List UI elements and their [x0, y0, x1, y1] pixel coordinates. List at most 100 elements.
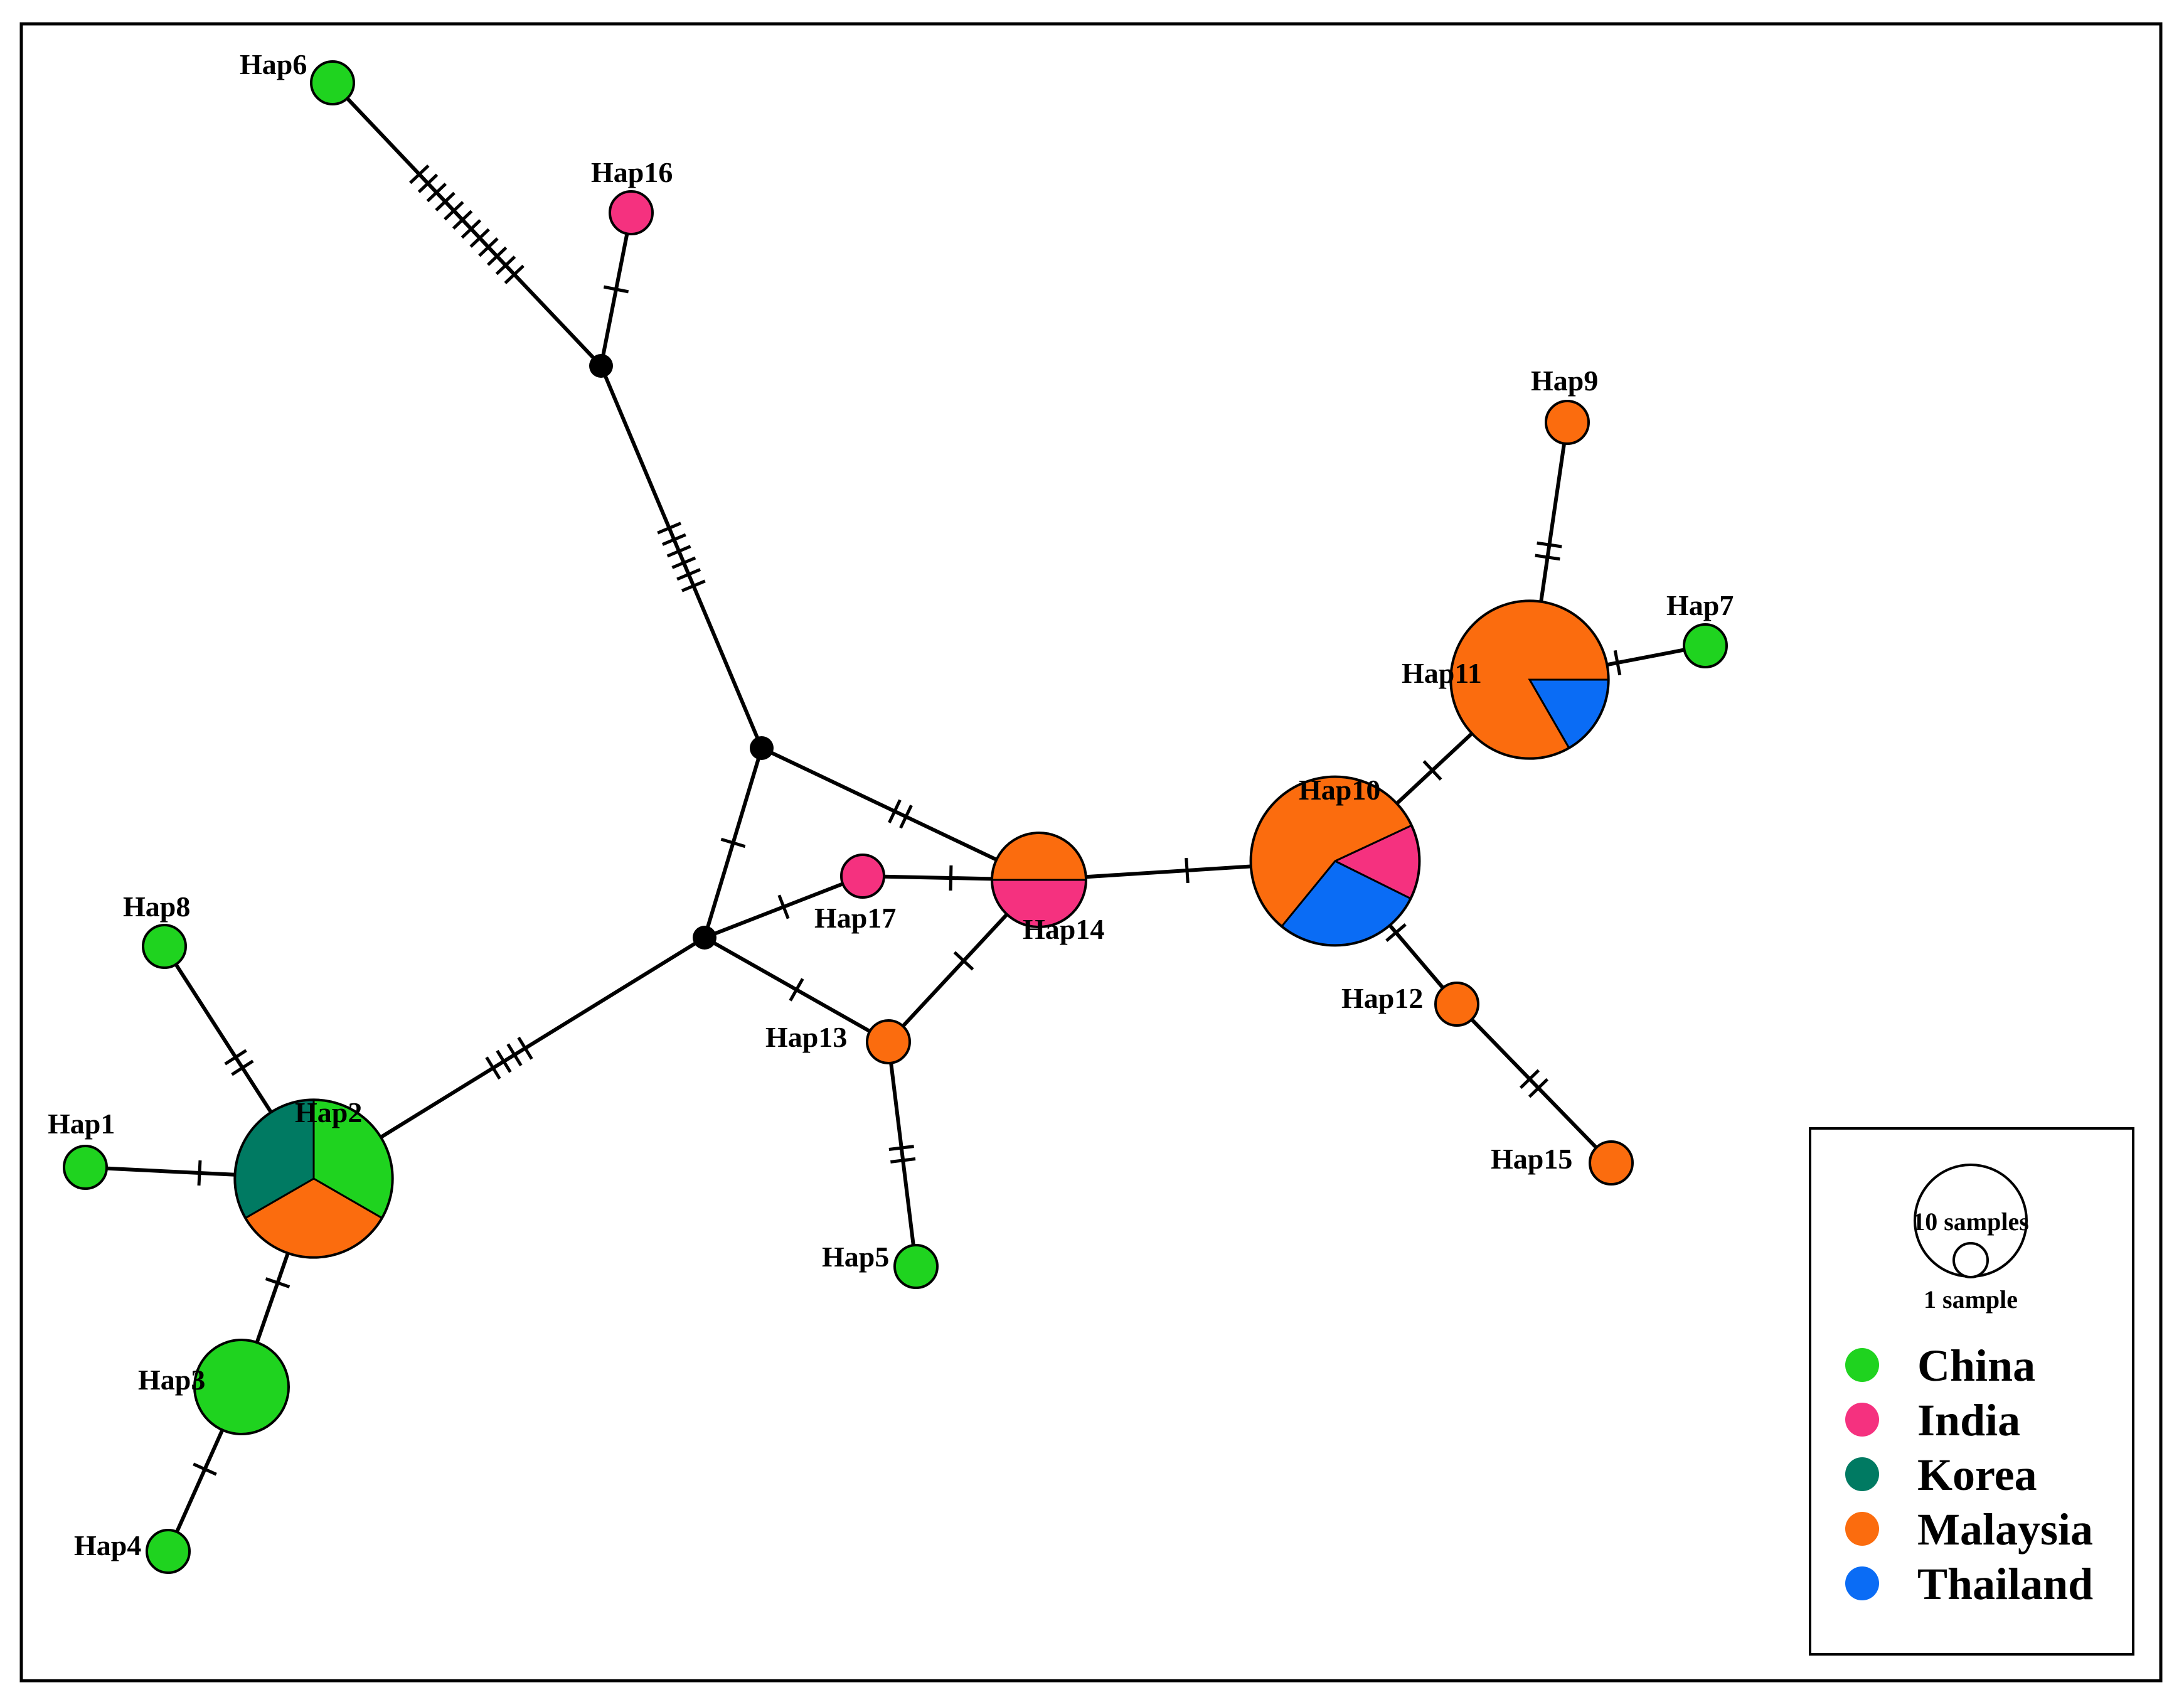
- mutation-tick: [1385, 923, 1407, 942]
- haplotype-slice: [866, 1019, 911, 1064]
- haplotype-slice: [142, 924, 187, 969]
- haplotype-hap15: [1589, 1140, 1634, 1186]
- legend-size-large-label: 10 samples: [1912, 1207, 2029, 1236]
- haplotype-slice: [1434, 982, 1479, 1027]
- mutation-tick: [496, 1049, 512, 1073]
- mutation-tick: [1519, 1069, 1540, 1089]
- mutation-tick: [1535, 554, 1560, 561]
- haplotype-hap3: [193, 1339, 290, 1435]
- haplotype-outline: [991, 832, 1087, 928]
- haplotype-slice: [1683, 623, 1728, 668]
- mutation-tick: [777, 894, 790, 919]
- legend-swatch-china: [1845, 1348, 1879, 1382]
- haplotype-hap9: [1545, 400, 1590, 445]
- mutation-tick: [899, 805, 913, 829]
- haplotype-hap5: [893, 1244, 939, 1289]
- mutation-tick: [444, 201, 464, 221]
- legend-swatch-india: [1845, 1403, 1879, 1437]
- mutation-tick: [517, 1036, 533, 1060]
- mutation-tick: [485, 1056, 501, 1080]
- haplotype-hap12: [1434, 982, 1479, 1027]
- mutation-tick: [1613, 650, 1622, 676]
- haplotype-hap13: [866, 1019, 911, 1064]
- haplotype-label-hap13: Hap13: [765, 1021, 847, 1053]
- mutation-tick: [435, 191, 455, 211]
- haplotype-label-hap17: Hap17: [814, 902, 896, 934]
- mutation-ticks-layer: [193, 164, 1622, 1476]
- mutation-tick: [890, 1157, 916, 1164]
- haplotype-label-hap2: Hap2: [295, 1096, 362, 1128]
- mutation-tick: [888, 799, 902, 823]
- edge-Hap13-Hap5: [887, 1041, 918, 1267]
- legend-label-china: China: [1917, 1341, 2035, 1391]
- legend-label-india: India: [1917, 1395, 2020, 1445]
- edge-mv1-Hap6: [331, 81, 603, 368]
- legend-swatch-thailand: [1845, 1566, 1879, 1600]
- haplotype-label-hap14: Hap14: [1023, 913, 1104, 945]
- mutation-tick: [1528, 1078, 1549, 1098]
- mutation-tick: [1537, 541, 1562, 549]
- haplotype-hap1: [63, 1145, 108, 1190]
- mutation-tick: [661, 533, 686, 546]
- mutation-tick: [953, 951, 974, 971]
- mutation-tick: [681, 579, 706, 592]
- haplotype-hap4: [146, 1529, 191, 1574]
- legend-swatch-malaysia: [1845, 1512, 1879, 1546]
- haplotype-hap17: [840, 854, 885, 899]
- haplotype-label-hap3: Hap3: [138, 1364, 205, 1396]
- mutation-tick: [486, 246, 508, 266]
- haplotype-hap10: [1249, 775, 1421, 947]
- haplotype-outline: [233, 1098, 394, 1259]
- edge-Hap12-Hap15: [1455, 1002, 1613, 1165]
- legend-label-thailand: Thailand: [1917, 1559, 2093, 1609]
- legend: 10 samples 1 sample ChinaIndiaKoreaMalay…: [1809, 1127, 2134, 1656]
- mutation-tick: [1185, 857, 1190, 884]
- nodes-layer: [63, 60, 1728, 1574]
- mutation-tick: [193, 1462, 217, 1476]
- mutation-tick: [789, 978, 804, 1002]
- legend-size-circle-small: [1952, 1242, 1989, 1278]
- haplotype-label-hap15: Hap15: [1491, 1143, 1572, 1175]
- mutation-tick: [671, 556, 696, 569]
- haplotype-label-hap8: Hap8: [123, 891, 190, 923]
- mutation-tick: [888, 1145, 914, 1151]
- mutation-tick: [231, 1059, 254, 1076]
- haplotype-slice: [840, 854, 885, 899]
- haplotype-slice: [63, 1145, 108, 1190]
- mutation-tick: [417, 173, 439, 193]
- median-vector-mv2: [750, 736, 774, 760]
- mutation-tick: [603, 285, 629, 294]
- haplotype-label-hap16: Hap16: [591, 156, 673, 188]
- mutation-tick: [676, 568, 701, 581]
- haplotype-outline: [1449, 599, 1610, 760]
- haplotype-label-hap5: Hap5: [822, 1241, 889, 1273]
- haplotype-label-hap10: Hap10: [1299, 774, 1380, 806]
- haplotype-label-hap12: Hap12: [1341, 982, 1423, 1014]
- mutation-tick: [666, 545, 691, 558]
- mutation-tick: [495, 255, 516, 276]
- mutation-tick: [265, 1277, 290, 1288]
- mutation-tick: [506, 1043, 523, 1067]
- mutation-tick: [720, 837, 746, 848]
- haplotype-outline: [1249, 775, 1421, 947]
- haplotype-slice: [310, 60, 355, 105]
- haplotype-label-hap1: Hap1: [48, 1108, 115, 1140]
- mutation-tick: [461, 219, 482, 239]
- mutation-tick: [469, 228, 490, 248]
- haplotype-label-hap6: Hap6: [240, 48, 307, 80]
- legend-label-korea: Korea: [1917, 1450, 2037, 1500]
- mutation-tick: [478, 237, 499, 257]
- haplotype-hap14: [991, 832, 1087, 928]
- haplotype-slice: [193, 1339, 290, 1435]
- haplotype-hap2: [233, 1098, 394, 1259]
- haplotype-slice: [146, 1529, 191, 1574]
- figure-frame: [19, 22, 2163, 1683]
- legend-label-malaysia: Malaysia: [1917, 1504, 2093, 1555]
- haplotype-slice: [893, 1244, 939, 1289]
- haplotype-slice: [1545, 400, 1590, 445]
- mutation-tick: [657, 522, 682, 535]
- haplotype-slice: [609, 190, 654, 235]
